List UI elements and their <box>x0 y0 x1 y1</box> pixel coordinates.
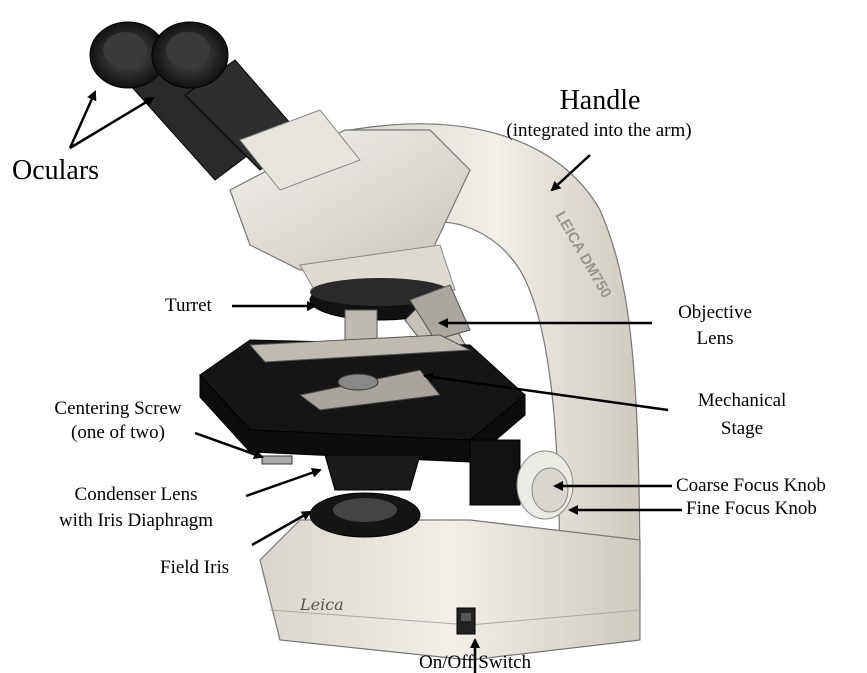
label-coarse-focus: Coarse Focus Knob <box>676 475 826 497</box>
label-oculars: Oculars <box>12 156 99 186</box>
label-objective-2: Lens <box>660 328 770 350</box>
label-turret: Turret <box>165 295 212 317</box>
label-mechanical-stage-2: Stage <box>672 418 812 440</box>
arrow-condenser <box>246 470 320 496</box>
label-condenser-2: with Iris Diaphragm <box>36 510 236 532</box>
label-handle: Handle <box>520 86 680 116</box>
label-centering-screw-1: Centering Screw <box>18 398 218 420</box>
label-fine-focus: Fine Focus Knob <box>686 498 817 520</box>
label-on-off-switch: On/Off Switch <box>370 652 580 673</box>
label-objective-1: Objective <box>660 302 770 324</box>
label-condenser-1: Condenser Lens <box>36 484 236 506</box>
fine-focus-knob <box>532 468 568 512</box>
centering-screw <box>262 456 292 464</box>
label-mechanical-stage-1: Mechanical <box>672 390 812 412</box>
focus-column <box>470 440 520 505</box>
base-logo: Leica <box>299 595 344 614</box>
base <box>260 520 640 660</box>
label-centering-screw-2: (one of two) <box>18 422 218 444</box>
label-field-iris: Field Iris <box>160 557 229 579</box>
label-handle-note: (integrated into the arm) <box>454 120 744 142</box>
condenser <box>325 455 420 490</box>
